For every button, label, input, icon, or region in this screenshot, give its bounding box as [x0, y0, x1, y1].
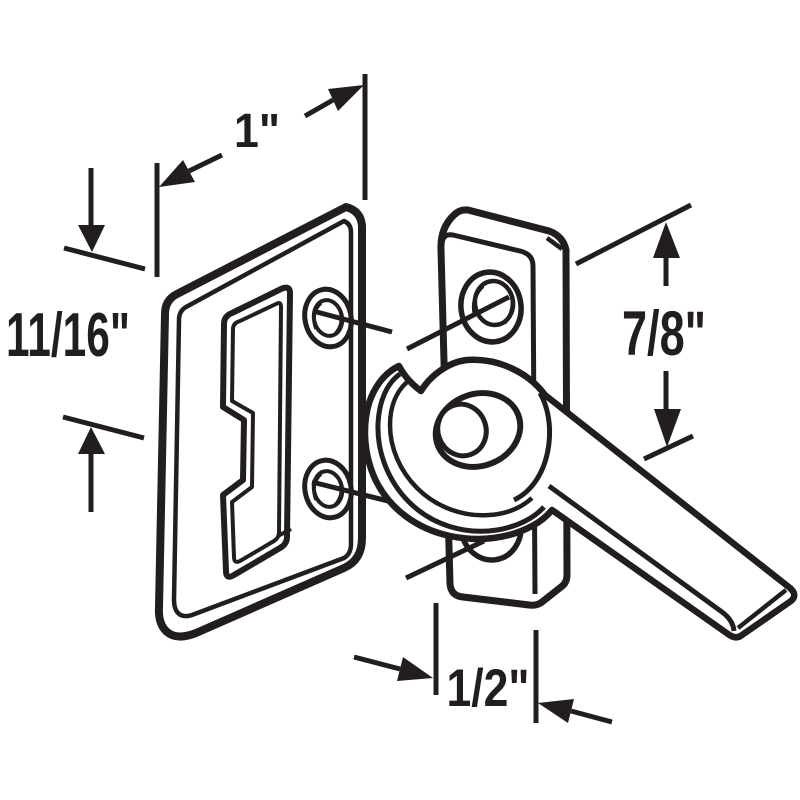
keeper-screw-leader-bottom — [311, 479, 393, 505]
dimension-label-keeper-height: 11/16" — [6, 301, 130, 370]
arrowhead — [159, 160, 195, 187]
tick-line — [642, 433, 695, 462]
arrow-shaft — [187, 152, 224, 174]
extension-line — [574, 202, 693, 267]
dimension-label-latch-height: 7/8" — [622, 299, 706, 369]
keeper-pocket-outline — [220, 284, 293, 580]
keeper-plate — [154, 203, 393, 641]
keeper-pocket-corner-tick — [277, 527, 292, 538]
cam-step-outer-arc — [375, 371, 546, 534]
dimension-keeper-height — [62, 168, 146, 512]
latch-cam-lever — [361, 356, 798, 641]
arrowhead — [653, 222, 680, 258]
lever-end-face-line — [736, 588, 788, 630]
keeper-pocket-inner-line — [230, 301, 283, 564]
cam-base-washer-arc — [512, 391, 553, 503]
dimension-latch-depth — [353, 603, 613, 725]
lever-top-face-line — [547, 483, 737, 632]
latch-screw-leader-top — [405, 294, 511, 352]
tick-line — [62, 414, 145, 441]
latch-plate-front-edge — [439, 232, 538, 595]
dimension-label-keeper-width: 1" — [234, 105, 280, 158]
keeper-plate-bevel-line — [171, 218, 354, 619]
arrowhead — [654, 409, 681, 447]
dimension-keeper-width — [154, 74, 368, 277]
dimension-label-latch-depth: 1/2" — [447, 659, 530, 718]
latch-screw-leader-bottom — [404, 538, 486, 581]
cam-step-inner-arc — [387, 380, 534, 518]
keeper-screw-hole-bottom — [302, 457, 354, 521]
latch-plate-top-corner-line — [545, 236, 564, 251]
arrowhead — [328, 85, 364, 111]
arrowhead — [538, 699, 574, 723]
arrow-shaft — [353, 654, 401, 672]
keeper-screw-hole-top — [302, 286, 354, 350]
dimension-latch-height — [574, 202, 695, 462]
latch-screw-hole-top — [458, 269, 524, 345]
arrowhead — [78, 427, 105, 454]
arrow-shaft — [570, 708, 613, 725]
keeper-screw-leader-top — [312, 308, 393, 335]
tick-line — [63, 245, 146, 272]
arrowhead — [78, 225, 105, 252]
arrow-shaft — [303, 97, 335, 119]
cam-pivot-hole — [435, 401, 489, 459]
arrowhead — [397, 657, 433, 681]
